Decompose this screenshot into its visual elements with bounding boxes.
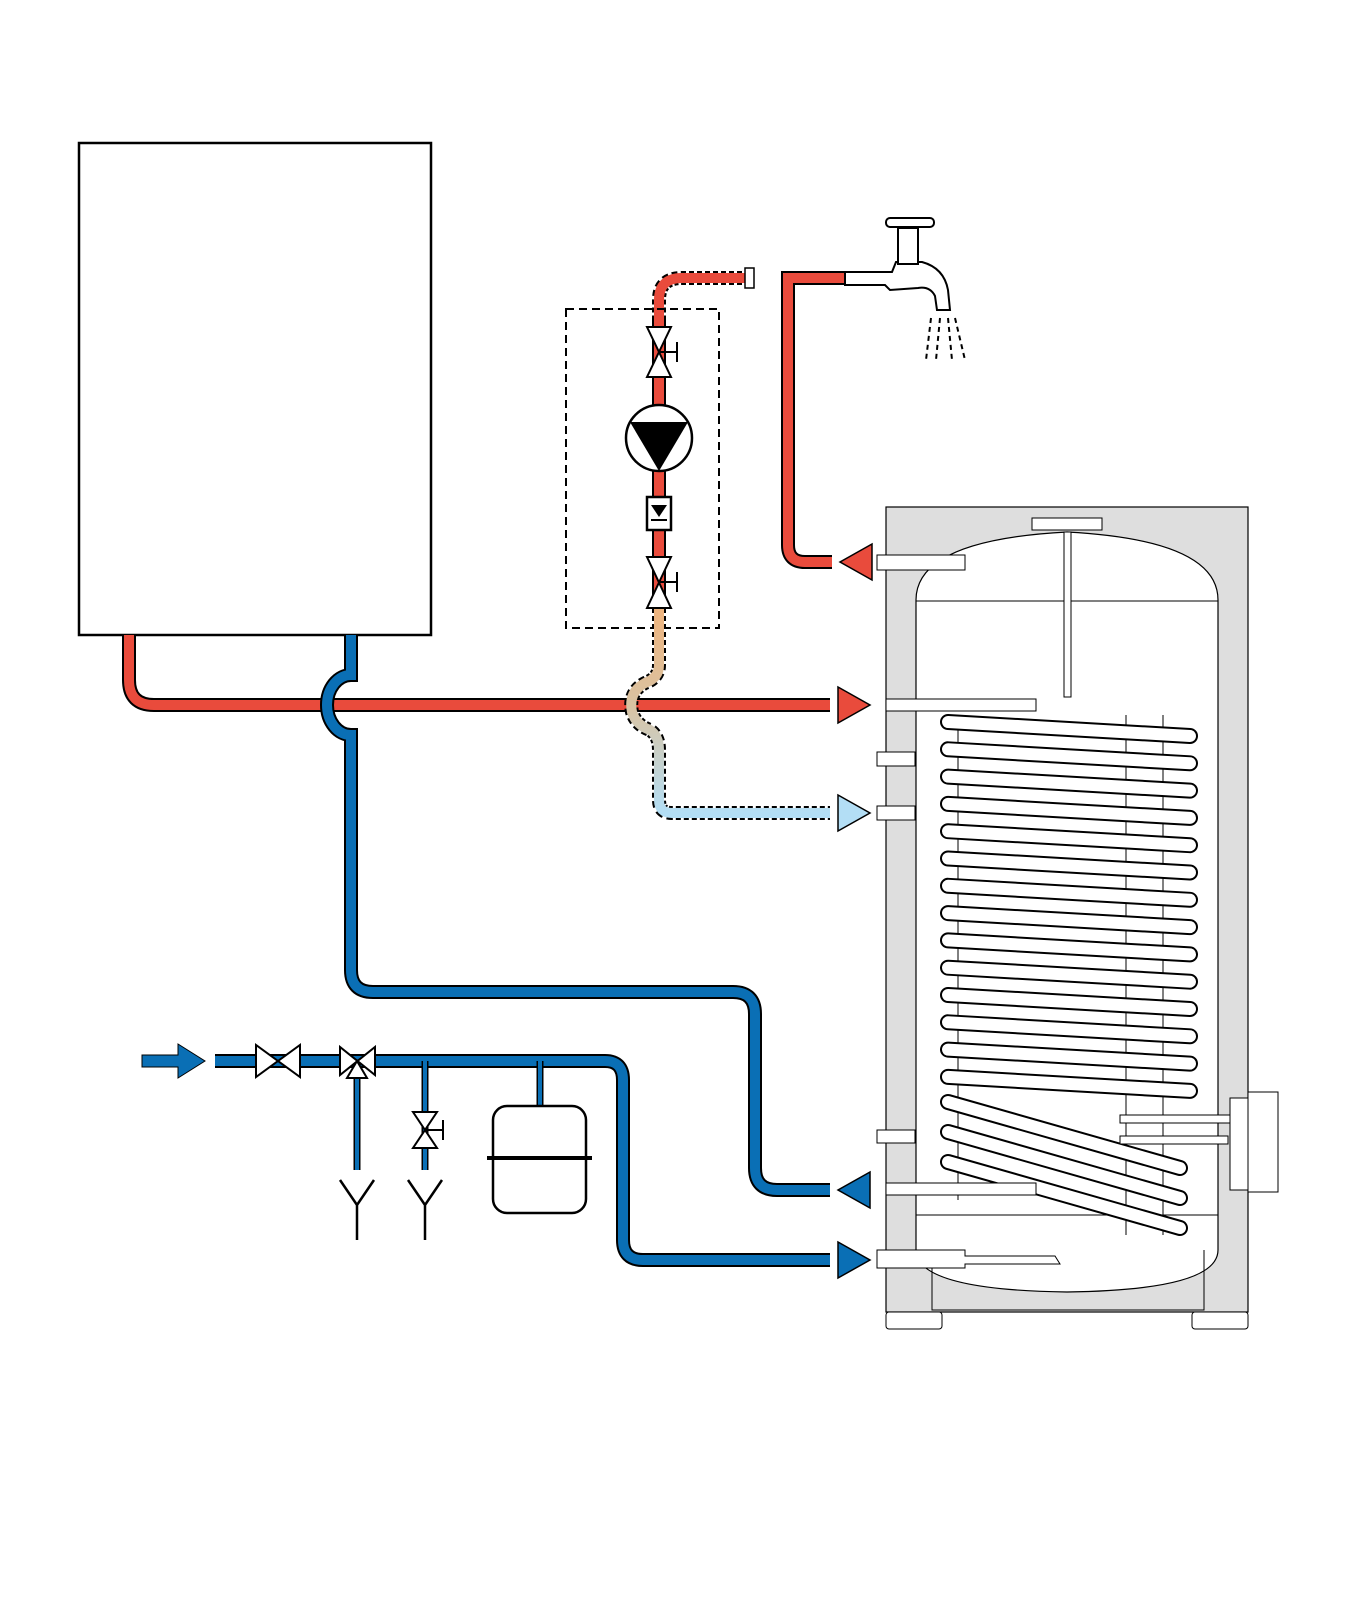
coil-winding — [942, 1096, 1186, 1174]
hot-water-pipe — [652, 271, 845, 569]
coil-winding — [942, 797, 1196, 824]
coil-winding — [942, 989, 1196, 1015]
cold-arrow-icon — [837, 1240, 872, 1280]
coil-winding — [942, 1126, 1186, 1204]
coil-winding — [942, 934, 1196, 961]
tap-icon — [844, 217, 966, 361]
coil-winding — [942, 852, 1196, 879]
coil-winding — [942, 825, 1196, 852]
heat-exchanger-coil — [940, 714, 1198, 1236]
coil-winding — [942, 1156, 1186, 1234]
drain-icon — [406, 1179, 444, 1240]
return-arrow-icon — [836, 1170, 871, 1210]
coil-winding — [942, 770, 1196, 797]
shutoff-valve-icon — [255, 1043, 301, 1079]
hot-water-tank — [876, 506, 1279, 1330]
pipe-fitting — [744, 267, 755, 289]
expansion-vessel-icon — [487, 1104, 592, 1215]
cold-supply-pipe — [215, 1054, 830, 1267]
circulation-group-box — [565, 308, 720, 629]
boiler — [77, 141, 433, 637]
coil-winding — [942, 907, 1196, 934]
circulation-valve-icon — [645, 326, 678, 378]
coil-winding — [942, 879, 1196, 906]
safety-valve-icon — [339, 1044, 376, 1079]
check-valve-icon — [645, 495, 673, 532]
boiler-flow-pipe — [122, 635, 830, 712]
coil-winding — [942, 1070, 1196, 1097]
drain-icon — [338, 1179, 376, 1240]
drain-valve-icon — [411, 1111, 444, 1149]
coil-winding — [942, 716, 1196, 742]
pump-icon — [624, 403, 694, 473]
coil-winding — [942, 743, 1196, 770]
boiler-return-pipe — [320, 635, 830, 1197]
circulation-valve-icon — [645, 556, 678, 609]
coil-winding — [942, 1016, 1196, 1043]
circulation-arrow-icon — [837, 793, 872, 833]
coil-winding — [942, 1043, 1196, 1070]
flow-arrow-icon — [837, 685, 872, 725]
hot-outlet-arrow-icon — [838, 542, 873, 582]
coil-winding — [942, 961, 1196, 988]
supply-arrow-icon — [141, 1043, 206, 1079]
